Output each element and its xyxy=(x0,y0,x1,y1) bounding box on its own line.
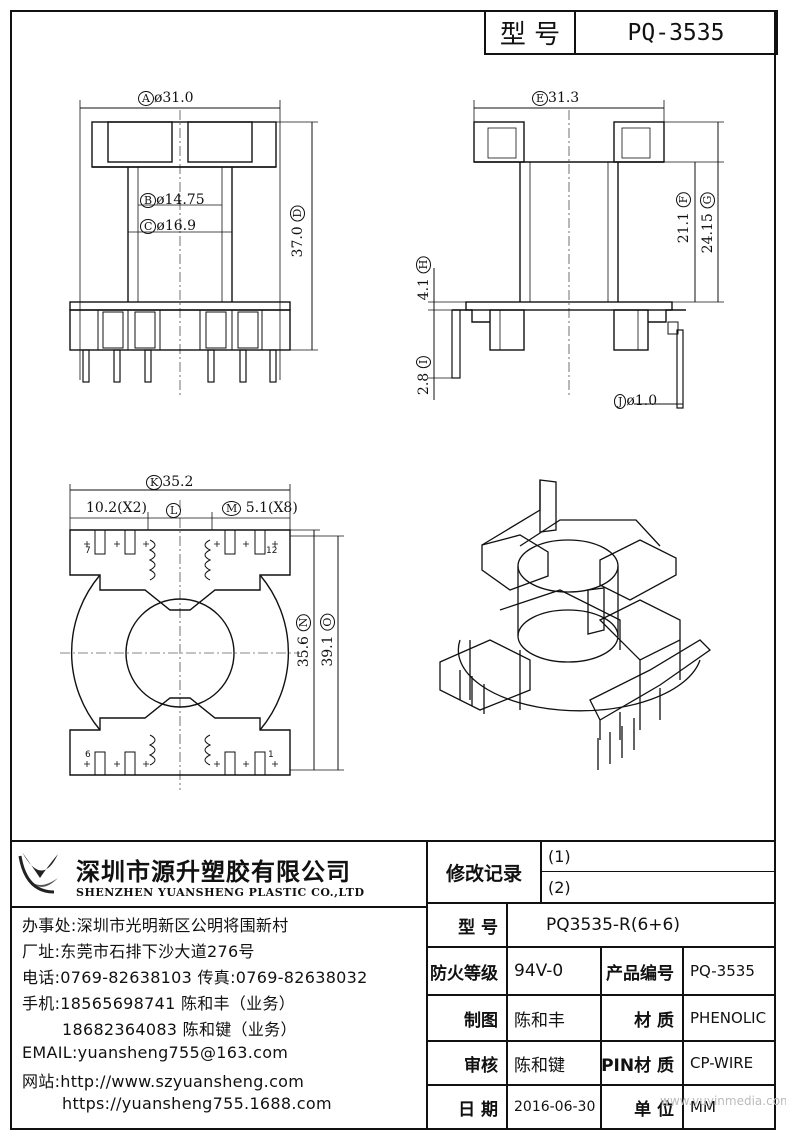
company-name-cn: 深圳市源升塑胶有限公司 xyxy=(76,858,351,886)
revision-label: 修改记录 xyxy=(445,862,522,885)
dim-h: 4.1 H xyxy=(416,256,432,300)
dim-j-value: ø1.0 xyxy=(626,393,658,409)
checked-by-label: 审核 xyxy=(464,1055,498,1076)
company-name-en: SHENZHEN YUANSHENG PLASTIC CO.,LTD xyxy=(76,886,365,899)
website-1: 网站:http://www.szyuansheng.com xyxy=(22,1072,305,1091)
dim-d: 37.0 D xyxy=(290,205,306,257)
pin-number-7: 7 xyxy=(85,546,91,556)
pin-material-label: PIN材 质 xyxy=(601,1055,674,1076)
dim-a-value: ø31.0 xyxy=(153,90,194,106)
watermark: www.yuyinmedia.com xyxy=(660,1094,786,1108)
dim-f: 21.1 F xyxy=(676,192,692,243)
col-line-3 xyxy=(682,946,684,1130)
dim-i: 2.8 I xyxy=(416,356,432,395)
technical-drawing xyxy=(60,100,724,790)
dim-b-value: ø14.75 xyxy=(156,192,205,208)
drawing-frame xyxy=(10,10,776,1130)
isometric-view xyxy=(439,479,712,770)
dim-e-value: 31.3 xyxy=(548,90,580,106)
dim-m-value: 5.1(X8) xyxy=(245,500,298,516)
dim-n: 35.6 N xyxy=(296,614,312,667)
pin-number-1: 1 xyxy=(268,750,274,760)
dim-d-value: 37.0 xyxy=(290,226,306,258)
unit-label: 单 位 xyxy=(634,1099,674,1120)
checked-by-value: 陈和键 xyxy=(514,1055,565,1076)
type-label-box: 型 号 xyxy=(484,10,576,55)
dim-o: 39.1 O xyxy=(320,614,336,667)
dim-o-value: 39.1 xyxy=(320,635,336,667)
model-number: PQ-3535 xyxy=(627,19,725,46)
company-logo-icon xyxy=(18,852,58,894)
revision-1: (1) xyxy=(548,847,571,866)
office-address: 办事处:深圳市光明新区公明将围新村 xyxy=(22,916,289,935)
dim-g: 24.15 G xyxy=(700,192,716,253)
material-value: PHENOLIC xyxy=(690,1009,767,1027)
title-block-top-border xyxy=(10,840,776,842)
drawn-by-label: 制图 xyxy=(464,1010,498,1031)
dim-k-value: 35.2 xyxy=(162,474,194,490)
dim-l: L xyxy=(166,502,182,518)
top-view xyxy=(60,484,344,790)
front-view xyxy=(69,100,318,395)
fire-rating-value: 94V-0 xyxy=(514,961,564,981)
dim-l-left-value: 10.2(X2) xyxy=(86,500,147,516)
dim-c-value: ø16.9 xyxy=(156,218,197,234)
phone-fax: 电话:0769-82638103 传真:0769-82638032 xyxy=(22,968,368,987)
date-value: 2016-06-30 xyxy=(514,1099,596,1115)
rev-row-line xyxy=(540,871,776,872)
dim-n-value: 35.6 xyxy=(296,636,312,668)
date-label: 日 期 xyxy=(458,1099,498,1120)
title-block-divider xyxy=(426,840,428,1130)
model-box: PQ-3535 xyxy=(574,10,778,55)
type-label: 型 号 xyxy=(499,20,561,50)
product-no-value: PQ-3535 xyxy=(690,962,755,980)
pin-number-6: 6 xyxy=(85,750,91,760)
unit-value: MM xyxy=(690,1098,716,1116)
dim-m: M 5.1(X8) xyxy=(222,500,298,516)
email: EMAIL:yuansheng755@163.com xyxy=(22,1043,289,1062)
company-separator xyxy=(10,906,426,908)
row-line-1 xyxy=(426,902,776,904)
mobile-1: 手机:18565698741 陈和丰（业务） xyxy=(22,994,296,1013)
mobile-2: 18682364083 陈和键（业务） xyxy=(62,1020,297,1039)
model-value: PQ3535-R(6+6) xyxy=(546,915,680,935)
website-2: https://yuansheng755.1688.com xyxy=(62,1094,332,1113)
dim-f-value: 21.1 xyxy=(676,212,692,244)
col-line-1 xyxy=(506,902,508,1130)
model-label: 型 号 xyxy=(458,917,498,938)
dim-g-value: 24.15 xyxy=(700,213,716,254)
fire-rating-label: 防火等级 xyxy=(430,963,498,984)
material-label: 材 质 xyxy=(634,1010,674,1031)
revision-2: (2) xyxy=(548,877,571,897)
pin-material-value: CP-WIRE xyxy=(690,1054,754,1072)
dim-i-value: 2.8 xyxy=(416,372,432,396)
factory-address: 厂址:东莞市石排下沙大道276号 xyxy=(22,942,255,961)
col-line-2 xyxy=(600,946,602,1130)
side-view xyxy=(428,100,724,409)
dim-l-left: 10.2(X2) xyxy=(86,500,147,516)
drawn-by-value: 陈和丰 xyxy=(514,1010,565,1031)
dim-h-value: 4.1 xyxy=(416,278,432,301)
product-no-label: 产品编号 xyxy=(606,963,674,984)
pin-number-12: 12 xyxy=(266,546,278,556)
